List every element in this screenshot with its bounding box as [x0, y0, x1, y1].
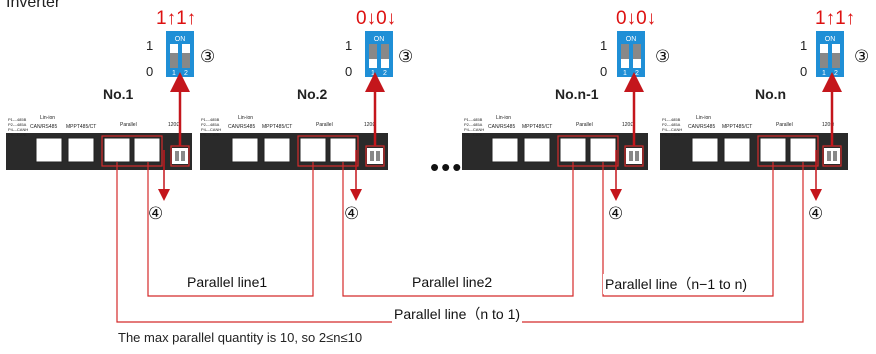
title: Inverter — [6, 0, 61, 11]
switch-marker-no2: ③ — [398, 47, 414, 66]
svg-text:1: 1 — [623, 70, 627, 77]
parallel-line-2-label: Parallel line2 — [410, 274, 495, 290]
svg-text:Lin-ion: Lin-ion — [238, 115, 253, 121]
bit-low-label-no1: 0 — [146, 64, 154, 79]
switch-marker-no-n-minus-1: ③ — [655, 47, 671, 66]
svg-text:ON: ON — [825, 36, 836, 43]
port-marker-no-n-minus-1: ④ — [608, 204, 624, 223]
svg-text:P4---CANH: P4---CANH — [662, 127, 682, 132]
switch-marker-no1: ③ — [200, 47, 216, 66]
svg-text:P1---485B: P1---485B — [201, 117, 220, 122]
parallel-line-3-label: Parallel line（n−1 to n) — [603, 274, 750, 294]
svg-text:120Ω: 120Ω — [622, 122, 634, 128]
unit-label-no-n-minus-1: No.n-1 — [555, 86, 599, 102]
svg-text:Lin-ion: Lin-ion — [696, 115, 711, 121]
svg-text:Parallel: Parallel — [776, 122, 793, 128]
port-marker-no2: ④ — [344, 204, 360, 223]
bit-low-label-no-n-minus-1: 0 — [600, 64, 608, 79]
inverter-panel-no-n-minus-1: P1---485B P2---485A P4---CANH P5---CANL … — [462, 115, 648, 170]
svg-text:P4---CANH: P4---CANH — [201, 127, 221, 132]
unit-label-no1: No.1 — [103, 86, 134, 102]
svg-text:CAN/RS485: CAN/RS485 — [30, 124, 57, 130]
svg-text:CAN/RS485: CAN/RS485 — [228, 124, 255, 130]
bit-high-label-no2: 1 — [345, 38, 353, 53]
caption: The max parallel quantity is 10, so 2≤n≤… — [118, 330, 363, 345]
dip-switch-no-n-minus-1: ON 1 2 — [617, 31, 645, 77]
svg-text:1: 1 — [371, 70, 375, 77]
svg-text:P2---485A: P2---485A — [662, 122, 681, 127]
dip-value-no-n-minus-1: 0↓0↓ — [616, 8, 657, 29]
svg-text:Parallel: Parallel — [316, 122, 333, 128]
svg-text:CAN/RS485: CAN/RS485 — [688, 124, 715, 130]
dip-switch-no2: ON 1 2 — [365, 31, 393, 77]
dip-value-no1: 1↑1↑ — [156, 8, 197, 29]
bit-high-label-no-n: 1 — [800, 38, 808, 53]
svg-text:2: 2 — [834, 70, 838, 77]
svg-text:P2---485A: P2---485A — [201, 122, 220, 127]
svg-text:CAN/RS485: CAN/RS485 — [488, 124, 515, 130]
port-marker-no-n: ④ — [808, 204, 824, 223]
switch-marker-no-n: ③ — [854, 47, 870, 66]
svg-text:MPPT485/CT: MPPT485/CT — [522, 124, 552, 130]
svg-text:P2---485A: P2---485A — [8, 122, 27, 127]
unit-label-no2: No.2 — [297, 86, 328, 102]
svg-text:120Ω: 120Ω — [364, 122, 376, 128]
svg-text:Lin-ion: Lin-ion — [496, 115, 511, 121]
svg-text:120Ω: 120Ω — [822, 122, 834, 128]
port-marker-no1: ④ — [148, 204, 164, 223]
svg-text:P5---CANL: P5---CANL — [464, 132, 484, 137]
svg-text:ON: ON — [626, 36, 637, 43]
svg-text:P5---CANL: P5---CANL — [201, 132, 221, 137]
bit-low-label-no2: 0 — [345, 64, 353, 79]
svg-text:P5---CANL: P5---CANL — [8, 132, 28, 137]
svg-text:P5---CANL: P5---CANL — [662, 132, 682, 137]
svg-text:P2---485A: P2---485A — [464, 122, 483, 127]
svg-text:MPPT485/CT: MPPT485/CT — [262, 124, 292, 130]
parallel-wires — [116, 162, 804, 323]
unit-label-no-n: No.n — [755, 86, 787, 102]
svg-text:1: 1 — [172, 70, 176, 77]
svg-text:P1---485B: P1---485B — [662, 117, 681, 122]
svg-text:1: 1 — [822, 70, 826, 77]
bit-high-label-no1: 1 — [146, 38, 154, 53]
bit-high-label-no-n-minus-1: 1 — [600, 38, 608, 53]
svg-text:2: 2 — [184, 70, 188, 77]
svg-text:Parallel: Parallel — [576, 122, 593, 128]
svg-text:P1---485B: P1---485B — [8, 117, 27, 122]
inverter-panel-no-n: P1---485B P2---485A P4---CANH P5---CANL … — [660, 115, 848, 170]
svg-text:ON: ON — [374, 36, 385, 43]
dip-switch-no1: ON 1 2 — [166, 31, 194, 77]
dip-value-no-n: 1↑1↑ — [815, 8, 856, 29]
dip-value-no2: 0↓0↓ — [356, 8, 397, 29]
parallel-line-4-label: Parallel line（n to 1) — [392, 304, 523, 324]
inverter-panel-no2: P1---485B P2---485A P4---CANH P5---CANL … — [200, 115, 388, 170]
svg-text:120Ω: 120Ω — [168, 122, 180, 128]
svg-text:MPPT485/CT: MPPT485/CT — [66, 124, 96, 130]
dip-switch-no-n: ON 1 2 — [816, 31, 844, 77]
inverter-panel-no1: P1---485B P2---485A P4---CANH P5---CANL … — [6, 115, 192, 170]
dip-on-label: ON — [175, 36, 186, 43]
svg-text:2: 2 — [635, 70, 639, 77]
svg-text:Lin-ion: Lin-ion — [40, 115, 55, 121]
bit-low-label-no-n: 0 — [800, 64, 808, 79]
parallel-line-1-label: Parallel line1 — [185, 274, 270, 290]
svg-text:Parallel: Parallel — [120, 122, 137, 128]
svg-text:P1---485B: P1---485B — [464, 117, 483, 122]
ellipsis: ••• — [430, 152, 464, 182]
svg-text:P4---CANH: P4---CANH — [8, 127, 28, 132]
svg-text:2: 2 — [383, 70, 387, 77]
svg-text:P4---CANH: P4---CANH — [464, 127, 484, 132]
svg-text:MPPT485/CT: MPPT485/CT — [722, 124, 752, 130]
